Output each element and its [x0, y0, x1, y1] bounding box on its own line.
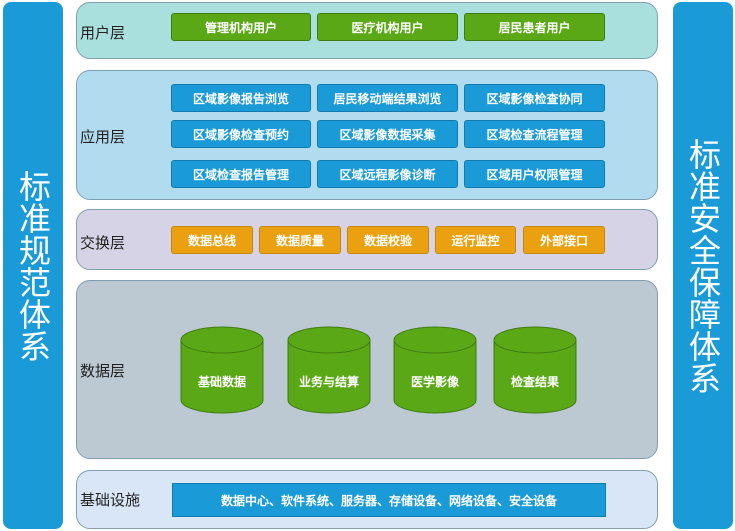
data-layer: 数据层 基础数据 业务与结算 医学影像 检查结果: [76, 280, 658, 459]
exchange-item: 数据总线: [171, 226, 253, 254]
database-label: 业务与结算: [298, 375, 359, 389]
app-item: 区域影像检查协同: [464, 84, 605, 112]
standards-pillar-label: 标准规范体系: [14, 169, 52, 362]
app-item: 居民移动端结果浏览: [317, 84, 458, 112]
app-item: 区域影像检查预约: [171, 120, 311, 148]
database-icon: [287, 326, 371, 414]
exchange-item: 数据校验: [347, 226, 429, 254]
standards-pillar: 标准规范体系: [3, 2, 63, 529]
security-pillar: 标准安全保障体系: [673, 2, 733, 529]
application-layer-title: 应用层: [80, 128, 126, 146]
exchange-layer: 交换层 数据总线 数据质量 数据校验 运行监控 外部接口: [76, 209, 658, 270]
app-item: 区域检查报告管理: [171, 160, 311, 188]
application-layer: 应用层 区域影像报告浏览 居民移动端结果浏览 区域影像检查协同 区域影像检查预约…: [76, 70, 658, 200]
user-item: 医疗机构用户: [317, 13, 458, 41]
database-cylinder: 检查结果: [493, 326, 577, 414]
database-cylinder: 基础数据: [180, 326, 264, 414]
database-icon: [180, 326, 264, 414]
app-item: 区域用户权限管理: [464, 160, 605, 188]
infrastructure-layer: 基础设施 数据中心、软件系统、服务器、存储设备、网络设备、安全设备: [76, 470, 658, 529]
infrastructure-layer-title: 基础设施: [80, 491, 141, 509]
exchange-layer-title: 交换层: [80, 234, 126, 252]
exchange-item: 运行监控: [435, 226, 516, 254]
user-layer: 用户层 管理机构用户 医疗机构用户 居民患者用户: [76, 2, 658, 59]
database-label: 基础数据: [197, 375, 246, 389]
user-item: 管理机构用户: [171, 13, 311, 41]
app-item: 区域影像数据采集: [317, 120, 458, 148]
app-item: 区域检查流程管理: [464, 120, 605, 148]
database-label: 医学影像: [410, 375, 459, 389]
security-pillar-label: 标准安全保障体系: [684, 137, 722, 394]
database-label: 检查结果: [510, 375, 559, 389]
database-icon: [493, 326, 577, 414]
exchange-item: 数据质量: [259, 226, 341, 254]
data-layer-title: 数据层: [80, 362, 126, 380]
database-cylinder: 医学影像: [393, 326, 477, 414]
app-item: 区域远程影像诊断: [317, 160, 458, 188]
user-layer-title: 用户层: [80, 24, 126, 42]
app-item: 区域影像报告浏览: [171, 84, 311, 112]
exchange-item: 外部接口: [523, 226, 605, 254]
database-icon: [393, 326, 477, 414]
user-item: 居民患者用户: [464, 13, 605, 41]
infrastructure-bar: 数据中心、软件系统、服务器、存储设备、网络设备、安全设备: [172, 483, 606, 517]
database-cylinder: 业务与结算: [287, 326, 371, 414]
